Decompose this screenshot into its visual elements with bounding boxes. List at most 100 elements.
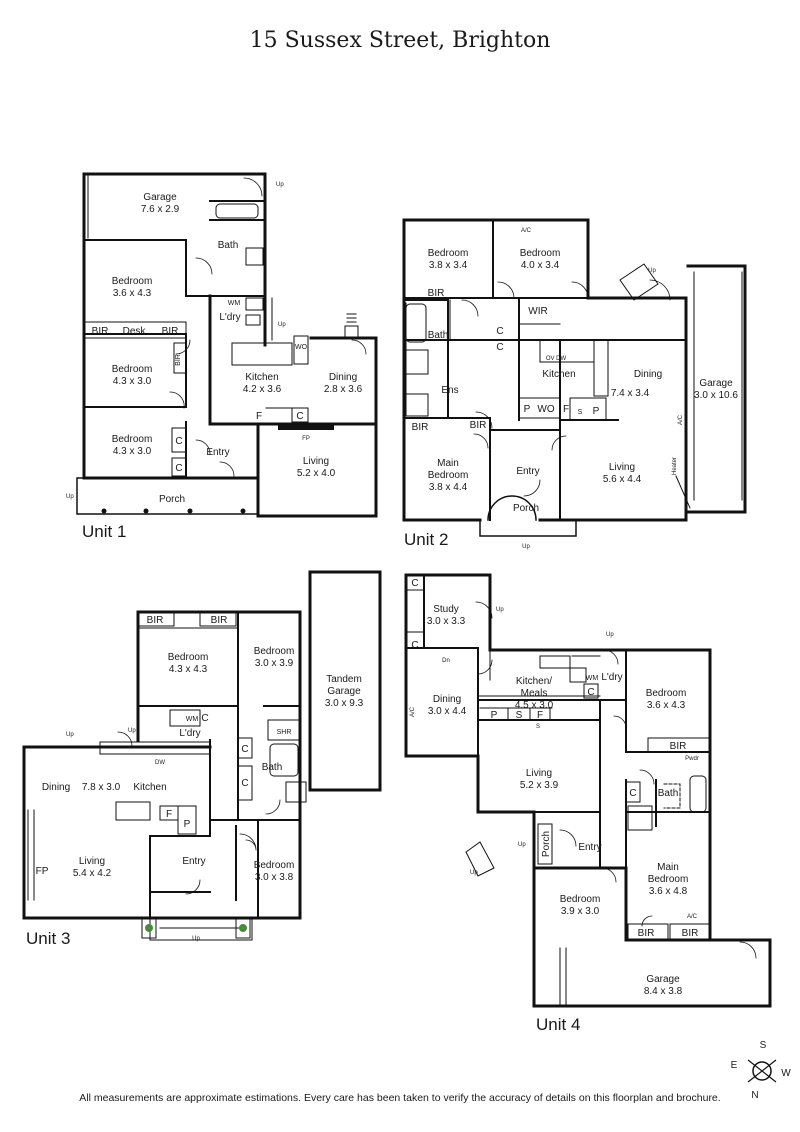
compass-icon: S E W N [731, 1040, 792, 1101]
u4-main-bedroom-label-2: Bedroom [648, 874, 689, 885]
u4-wm-label: WM [586, 675, 599, 682]
u4-bath-label: Bath [658, 788, 679, 799]
u1-up1-label: Up [276, 182, 284, 188]
u2-up1-label: Up [522, 544, 530, 550]
u4-kitchen-size: 4.5 x 3.0 [515, 700, 554, 711]
u3-tandem-label-1: Tandem [326, 674, 362, 685]
u3-bedroom1-size: 4.3 x 4.3 [169, 664, 208, 675]
u4-laundry-label: L'dry [601, 672, 622, 683]
compass-north: N [751, 1090, 758, 1101]
u4-study-label: Study [433, 604, 459, 615]
u2-ac2-label: A/C [678, 414, 684, 425]
u1-dining-size: 2.8 x 3.6 [324, 384, 363, 395]
u4-ac1-label: A/C [410, 706, 416, 717]
u3-wm-label: WM [186, 716, 199, 723]
u2-pantry-label: P [524, 404, 531, 415]
u4-kitchen-label-2: Meals [521, 688, 548, 699]
u2-main-bedroom-label-2: Bedroom [428, 470, 469, 481]
u1-bedroom3-size: 4.3 x 3.0 [113, 446, 152, 457]
u2-oven-dw-label: OV DW [546, 356, 567, 362]
u2-dining-label: Dining [634, 369, 662, 380]
u1-bedroom2-label: Bedroom [112, 364, 153, 375]
u3-pantry-label: P [184, 819, 191, 830]
u4-unit-label: Unit 4 [536, 1015, 580, 1034]
u3-shower-label: SHR [277, 729, 292, 736]
u1-bedroom1-size: 3.6 x 4.3 [113, 288, 152, 299]
u1-up3-label: Up [66, 494, 74, 500]
u4-ac2-label: A/C [687, 914, 698, 920]
u2-bath-label: Bath [428, 330, 449, 341]
u3-living-label: Living [79, 856, 105, 867]
u3-up2-label: Up [128, 728, 136, 734]
u4-living-label: Living [526, 768, 552, 779]
u3-bedroom1-label: Bedroom [168, 652, 209, 663]
u1-closet3-label: C [296, 411, 303, 422]
u4-fridge-label: F [537, 710, 543, 721]
u2-closet2-label: C [496, 342, 503, 353]
u3-up1-label: Up [66, 732, 74, 738]
u2-pantry2-label: P [593, 406, 600, 417]
u4-bir2-label: BIR [638, 928, 655, 939]
u2-bedroom1-label: Bedroom [428, 248, 469, 259]
planter-icons [141, 917, 251, 939]
u1-kitchen-label: Kitchen [245, 372, 278, 383]
u3-closet1-label: C [201, 713, 208, 724]
u1-bir-label: BIR [92, 326, 109, 337]
u3-living-size: 5.4 x 4.2 [73, 868, 112, 879]
u3-bedroom2-size: 3.0 x 3.9 [255, 658, 294, 669]
u4-closet1-label: C [411, 578, 418, 589]
u1-closet2-label: C [175, 463, 182, 474]
u3-bir2-label: BIR [211, 615, 228, 626]
u1-garage-label: Garage [143, 192, 177, 203]
u2-bir1-label: BIR [428, 288, 445, 299]
u4-bir3-label: BIR [682, 928, 699, 939]
u3-up3-label: Up [192, 936, 200, 942]
u4-dining-label: Dining [433, 694, 461, 705]
disclaimer: All measurements are approximate estimat… [79, 1092, 721, 1104]
u2-heater-label: Heater [672, 457, 678, 475]
porch-posts [101, 508, 246, 514]
u1-unit-label: Unit 1 [82, 522, 126, 541]
u2-ac-label: A/C [521, 228, 532, 234]
unit-3-plan [22, 570, 382, 941]
u4-s2-label: S [536, 724, 540, 730]
u4-up2-label: Up [606, 632, 614, 638]
u2-unit-label: Unit 2 [404, 530, 448, 549]
u4-living-size: 5.2 x 3.9 [520, 780, 559, 791]
u1-living-label: Living [303, 456, 329, 467]
u4-bedroom1-size: 3.6 x 4.3 [647, 700, 686, 711]
u1-garage-size: 7.6 x 2.9 [141, 204, 180, 215]
u1-bir3-label: BIR [175, 354, 182, 366]
u3-dining-label: Dining [42, 782, 70, 793]
compass-east: E [731, 1060, 738, 1071]
u3-tandem-label-2: Garage [327, 686, 361, 697]
u1-wm-label: WM [228, 300, 241, 307]
u4-dining-size: 3.0 x 4.4 [428, 706, 467, 717]
u2-kd-size: 7.4 x 3.4 [611, 388, 650, 399]
u2-wo-label: WO [537, 404, 554, 415]
u1-closet1-label: C [175, 436, 182, 447]
u4-bedroom2-size: 3.9 x 3.0 [561, 906, 600, 917]
u4-pantry-label: P [491, 710, 498, 721]
u3-unit-label: Unit 3 [26, 929, 70, 948]
u3-laundry-label: L'dry [179, 728, 200, 739]
u3-kitchen-label: Kitchen [133, 782, 166, 793]
u3-bir1-label: BIR [147, 615, 164, 626]
u3-bedroom2-label: Bedroom [254, 646, 295, 657]
u4-up4-label: Up [470, 870, 478, 876]
u4-garage-size: 8.4 x 3.8 [644, 986, 683, 997]
u2-kitchen-label: Kitchen [542, 369, 575, 380]
u3-kd-size: 7.8 x 3.0 [82, 782, 121, 793]
u1-laundry-label: L'dry [219, 312, 240, 323]
u3-closet3-label: C [241, 778, 248, 789]
u4-kitchen-label-1: Kitchen/ [516, 676, 552, 687]
u1-bedroom2-size: 4.3 x 3.0 [113, 376, 152, 387]
u1-fp-label: FP [302, 436, 310, 442]
u2-bir2-label: BIR [412, 422, 429, 433]
u3-closet2-label: C [241, 744, 248, 755]
compass-south: S [760, 1040, 767, 1051]
u2-main-bedroom-label-1: Main [437, 458, 459, 469]
u3-bedroom3-size: 3.0 x 3.8 [255, 872, 294, 883]
u4-s-label: S [516, 710, 523, 721]
